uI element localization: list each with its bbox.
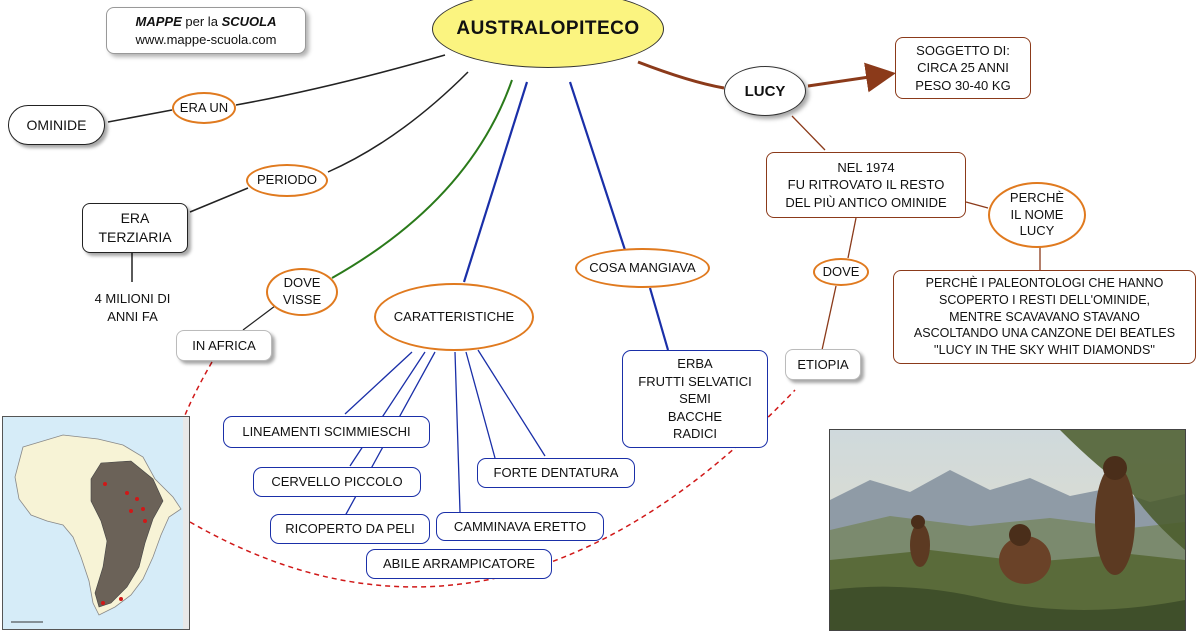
feature-cervello: CERVELLO PICCOLO (253, 467, 421, 497)
figure-standing (1095, 465, 1135, 575)
link-title-cosamangiava (568, 81, 627, 251)
perche-nome-node: PERCHÈ IL NOME LUCY (988, 182, 1086, 248)
figure-crouching (999, 536, 1051, 584)
ominide-node: OMINIDE (8, 105, 105, 145)
milioni-line2: ANNI FA (107, 309, 158, 325)
food-item: FRUTTI SELVATICI (638, 373, 752, 389)
spiegazione-line: ASCOLTANDO UNA CANZONE DEI BEATLES (913, 326, 1176, 341)
dove-node: DOVE (813, 258, 869, 286)
feature-peli: RICOPERTO DA PELI (270, 514, 430, 544)
brand-per-la: per la (185, 14, 218, 29)
food-item: RADICI (672, 426, 718, 442)
brand-url: www.mappe-scuola.com (135, 31, 277, 47)
ritrovato-line3: DEL PIÙ ANTICO OMINIDE (785, 194, 947, 210)
brand-scuola: SCUOLA (221, 14, 277, 29)
spiegazione-line: PERCHÈ I PALEONTOLOGI CHE HANNO (925, 275, 1164, 290)
link-title-dovevisse (331, 79, 513, 279)
era-terziaria-line1: ERA (120, 210, 150, 227)
australopithecus-painting (829, 429, 1186, 631)
figure-far (910, 523, 930, 567)
spiegazione-node: PERCHÈ I PALEONTOLOGI CHE HANNO SCOPERTO… (893, 270, 1196, 364)
milioni-line1: 4 MILIONI DI (94, 291, 171, 306)
era-terziaria-node: ERA TERZIARIA (82, 203, 188, 253)
milioni-text: 4 MILIONI DI ANNI FA (75, 290, 190, 326)
soggetto-node: SOGGETTO DI: CIRCA 25 ANNI PESO 30-40 KG (895, 37, 1031, 99)
feature-camminava: CAMMINAVA ERETTO (436, 512, 604, 541)
perche-line1: PERCHÈ (1009, 189, 1065, 205)
dove-visse-line2: VISSE (282, 292, 322, 307)
painting-svg (830, 430, 1185, 630)
africa-map-image (2, 416, 190, 630)
era-un-node: ERA UN (172, 92, 236, 124)
etiopia-node: ETIOPIA (785, 349, 861, 380)
food-item: SEMI (679, 391, 711, 407)
ritrovato-line2: FU RITROVATO IL RESTO (787, 177, 945, 193)
link-title-periodo (327, 71, 469, 173)
food-item: ERBA (677, 356, 713, 372)
lucy-node: LUCY (724, 66, 806, 116)
brand-mappe: MAPPE (135, 14, 182, 29)
cosa-mangiava-node: COSA MANGIAVA (575, 248, 710, 288)
feature-arrampicatore: ABILE ARRAMPICATORE (366, 549, 552, 579)
foods-node: ERBA FRUTTI SELVATICI SEMI BACCHE RADICI (622, 350, 768, 448)
australopithecus-range (90, 460, 164, 608)
spiegazione-line: ''LUCY IN THE SKY WHIT DIAMONDS'' (933, 343, 1156, 358)
main-title: AUSTRALOPITECO (432, 0, 664, 68)
spiegazione-line: MENTRE SCAVAVANO STAVANO (949, 309, 1140, 324)
periodo-node: PERIODO (246, 164, 328, 197)
link-title-lucy (637, 60, 725, 90)
brand-logo: MAPPE per la SCUOLA www.mappe-scuola.com (106, 7, 306, 54)
feature-dentatura: FORTE DENTATURA (477, 458, 635, 488)
soggetto-line1: SOGGETTO DI: (916, 42, 1010, 58)
ritrovato-line1: NEL 1974 (837, 159, 895, 175)
era-terziaria-line2: TERZIARIA (98, 229, 172, 245)
perche-line2: IL NOME (1010, 206, 1064, 222)
link-lucy-soggetto (807, 62, 896, 93)
spiegazione-line: SCOPERTO I RESTI DELL'OMINIDE, (939, 292, 1150, 307)
feature-lineamenti: LINEAMENTI SCIMMIESCHI (223, 416, 430, 448)
ritrovato-node: NEL 1974 FU RITROVATO IL RESTO DEL PIÙ A… (766, 152, 966, 218)
link-title-eraun (235, 54, 446, 106)
africa-map-svg (3, 417, 189, 629)
food-item: BACCHE (667, 408, 723, 424)
caratteristiche-node: CARATTERISTICHE (374, 283, 534, 351)
dove-visse-line1: DOVE (283, 275, 321, 291)
soggetto-line3: PESO 30-40 KG (915, 77, 1011, 93)
in-africa-node: IN AFRICA (176, 330, 272, 361)
soggetto-line2: CIRCA 25 ANNI (917, 60, 1009, 76)
perche-line3: LUCY (1019, 223, 1055, 239)
link-title-caratteristiche (462, 81, 529, 283)
tree-foliage (1060, 430, 1185, 550)
